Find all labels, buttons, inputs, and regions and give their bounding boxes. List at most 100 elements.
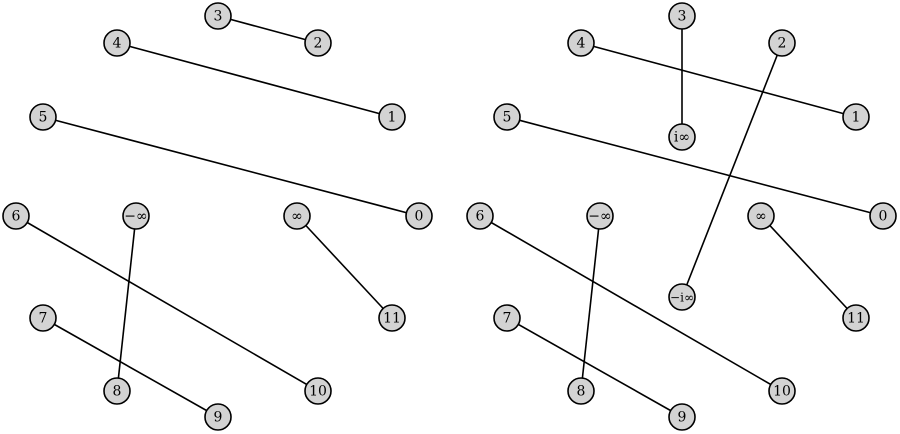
- node-n3: 3: [668, 2, 696, 30]
- node-neg_inf: −∞: [586, 202, 614, 230]
- edge-neg_inf-n8: [580, 215, 601, 392]
- node-label: 11: [383, 311, 401, 327]
- node-circle: [869, 202, 897, 230]
- node-label: 10: [773, 384, 791, 400]
- node-label: 11: [847, 311, 865, 327]
- node-circle: [103, 29, 131, 57]
- node-label: 10: [309, 384, 327, 400]
- node-i_inf: i∞: [668, 123, 696, 151]
- node-circle: [567, 377, 595, 405]
- node-label: 2: [314, 36, 323, 52]
- node-circle: [378, 304, 406, 332]
- edge-n3-n2: [217, 15, 319, 44]
- node-label: 5: [39, 110, 48, 126]
- node-n5: 5: [29, 103, 57, 131]
- node-label: 6: [476, 209, 485, 225]
- node-n2: 2: [304, 29, 332, 57]
- edge-n4-n1: [580, 42, 857, 118]
- node-n0: 0: [869, 202, 897, 230]
- node-n9: 9: [204, 403, 232, 431]
- node-label: 3: [214, 9, 223, 25]
- node-label: 4: [113, 36, 122, 52]
- node-n4: 4: [103, 29, 131, 57]
- edge-n4-n1: [116, 42, 393, 118]
- node-circle: [204, 2, 232, 30]
- node-n4: 4: [567, 29, 595, 57]
- node-n5: 5: [493, 103, 521, 131]
- node-circle: [29, 103, 57, 131]
- edge-n7-n9: [42, 317, 219, 418]
- edge-n6-n10: [479, 215, 783, 392]
- node-circle: [768, 377, 796, 405]
- node-circle: [842, 103, 870, 131]
- node-label: 8: [113, 384, 122, 400]
- node-inf: ∞: [747, 202, 775, 230]
- edge-inf-n11: [296, 215, 393, 319]
- node-label: 3: [678, 9, 687, 25]
- node-label: 5: [503, 110, 512, 126]
- node-circle: [378, 103, 406, 131]
- node-label: 6: [12, 209, 21, 225]
- node-label: −i∞: [670, 291, 694, 305]
- node-circle: [493, 103, 521, 131]
- node-n1: 1: [378, 103, 406, 131]
- node-label: 9: [678, 410, 687, 426]
- edge-inf-n11: [760, 215, 857, 319]
- node-n8: 8: [567, 377, 595, 405]
- node-n10: 10: [768, 377, 796, 405]
- node-circle: [304, 29, 332, 57]
- node-circle: [2, 202, 30, 230]
- right-graph: 0 1 2 3 4 5 6 7 8 9 10 11 −∞ ∞ i∞ −i∞: [466, 2, 897, 431]
- node-label: 0: [879, 209, 888, 225]
- node-label: i∞: [674, 130, 690, 146]
- node-circle: [567, 29, 595, 57]
- node-label: 8: [577, 384, 586, 400]
- node-label: ∞: [755, 209, 767, 225]
- node-label: 7: [503, 311, 512, 327]
- edge-n5-n0: [42, 116, 420, 217]
- node-circle: [668, 283, 696, 311]
- node-label: 2: [778, 36, 787, 52]
- node-label: −∞: [124, 209, 147, 225]
- node-circle: [283, 202, 311, 230]
- node-circle: [768, 29, 796, 57]
- node-circle: [304, 377, 332, 405]
- node-circle: [668, 2, 696, 30]
- node-inf: ∞: [283, 202, 311, 230]
- node-circle: [466, 202, 494, 230]
- node-n10: 10: [304, 377, 332, 405]
- node-label: 0: [415, 209, 424, 225]
- edge-n7-n9: [506, 317, 683, 418]
- node-label: ∞: [291, 209, 303, 225]
- edge-n2-neg_i_inf: [681, 42, 783, 298]
- node-label: 4: [577, 36, 586, 52]
- node-circle: [668, 403, 696, 431]
- node-n6: 6: [466, 202, 494, 230]
- node-n0: 0: [405, 202, 433, 230]
- node-n8: 8: [103, 377, 131, 405]
- node-circle: [29, 304, 57, 332]
- node-circle: [204, 403, 232, 431]
- edge-neg_inf-n8: [116, 215, 137, 392]
- node-n1: 1: [842, 103, 870, 131]
- node-circle: [493, 304, 521, 332]
- node-n11: 11: [842, 304, 870, 332]
- node-label: 7: [39, 311, 48, 327]
- node-circle: [747, 202, 775, 230]
- edge-n6-n10: [15, 215, 319, 392]
- node-circle: [668, 123, 696, 151]
- node-n9: 9: [668, 403, 696, 431]
- node-circle: [122, 202, 150, 230]
- node-n11: 11: [378, 304, 406, 332]
- node-circle: [103, 377, 131, 405]
- node-circle: [405, 202, 433, 230]
- node-circle: [586, 202, 614, 230]
- node-n2: 2: [768, 29, 796, 57]
- node-label: 9: [214, 410, 223, 426]
- node-n7: 7: [493, 304, 521, 332]
- node-label: −∞: [588, 209, 611, 225]
- left-graph: 0 1 2 3 4 5 6 7 8 9 10 11 −∞ ∞: [2, 2, 433, 431]
- node-neg_i_inf: −i∞: [668, 283, 696, 311]
- node-n7: 7: [29, 304, 57, 332]
